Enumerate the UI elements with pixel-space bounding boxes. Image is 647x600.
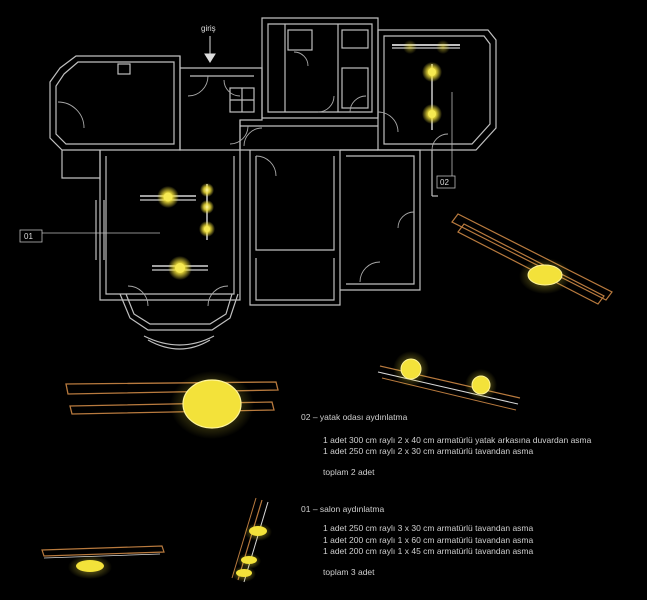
fixture-bedroom-ceiling [377,351,521,411]
room-tag-01: 01 [24,232,33,241]
legend-living-line: 1 adet 250 cm raylı 3 x 30 cm armatürlü … [323,523,534,533]
plan-walls [49,17,497,350]
plan-lights [140,40,460,280]
legend-bedroom-line: 1 adet 250 cm raylı 2 x 30 cm armatürlü … [323,446,534,456]
legend-bedroom-title: 02 – yatak odası aydınlatma [301,412,408,422]
room-tag-02: 02 [440,178,449,187]
leader-lines [19,92,456,243]
fixture-living-small [41,545,165,579]
fixture-living-vertical [231,497,272,583]
legend-living-title: 01 – salon aydınlatma [301,504,385,514]
plan-doors [57,51,449,307]
legend-living-line: 1 adet 200 cm raylı 1 x 60 cm armatürlü … [323,535,534,545]
legend-bedroom-total: toplam 2 adet [323,467,375,477]
legend-living-total: toplam 3 adet [323,567,375,577]
fixture-living-large [65,371,279,439]
entrance-label: giriş [201,24,216,33]
legend-living-line: 1 adet 200 cm raylı 1 x 45 cm armatürlü … [323,546,534,556]
entrance-arrow [204,36,216,63]
legend-bedroom-line: 1 adet 300 cm raylı 2 x 40 cm armatürlü … [323,435,592,445]
fixture-bedroom-wall [451,213,613,305]
